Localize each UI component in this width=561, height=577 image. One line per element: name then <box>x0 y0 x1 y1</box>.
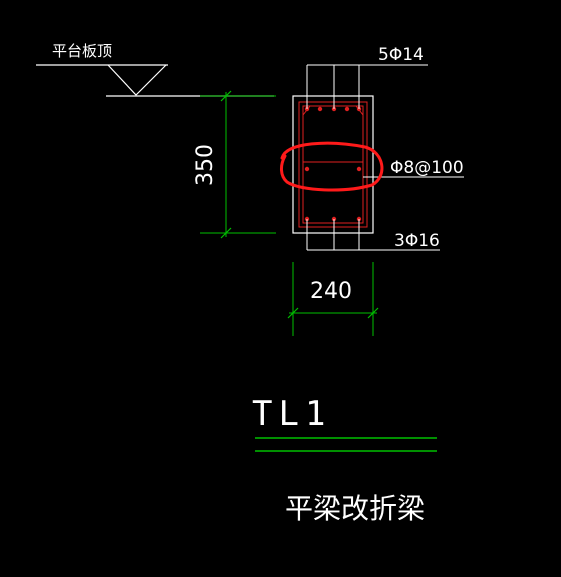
stirrup-label: Φ8@100 <box>390 158 464 178</box>
beam-outline <box>292 95 374 234</box>
side-bar <box>304 166 310 172</box>
highlight-circle <box>280 141 384 192</box>
side-bar <box>356 166 362 172</box>
width-dim-text: 240 <box>310 279 352 304</box>
stirrup-outer <box>298 101 368 228</box>
height-dimension: 350 <box>193 90 276 239</box>
height-dim-text: 350 <box>193 144 218 186</box>
slab-top-label: 平台板顶 <box>52 42 112 60</box>
top-bar <box>317 106 323 112</box>
slab-top-marker: 平台板顶 <box>36 42 274 97</box>
stirrup-inner <box>302 105 364 224</box>
beam-note: 平梁改折梁 <box>285 492 425 525</box>
width-dimension: 240 <box>287 262 379 336</box>
bottom-rebar-label: 3Φ16 <box>394 231 440 251</box>
top-bar <box>344 106 350 112</box>
top-rebar-label: 5Φ14 <box>378 45 424 65</box>
beam-section <box>292 95 374 234</box>
leader-lines <box>306 64 464 251</box>
beam-tag: TL1 <box>252 394 331 434</box>
